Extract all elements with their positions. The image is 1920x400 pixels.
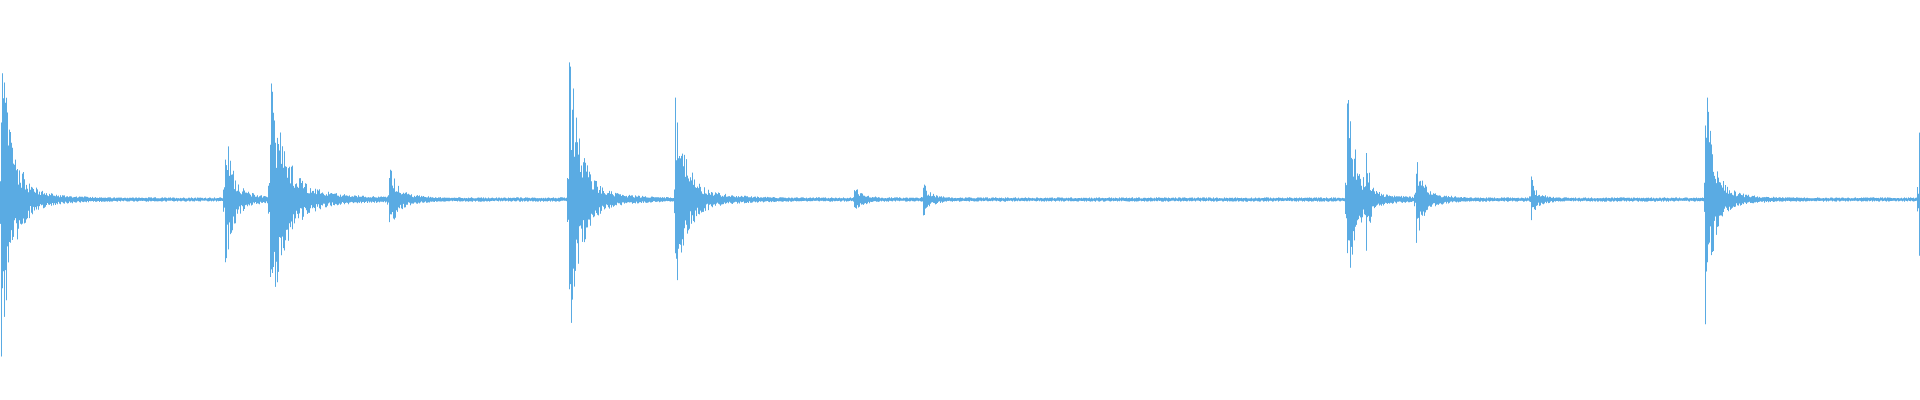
waveform-trace: [0, 62, 1920, 357]
waveform-samples: [0, 62, 1920, 357]
